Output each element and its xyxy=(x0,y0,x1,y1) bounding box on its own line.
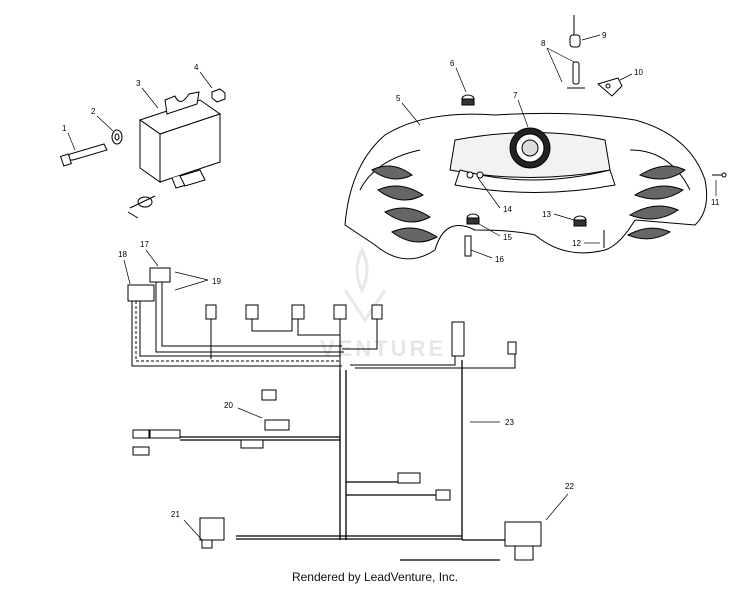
bracket-part-10 xyxy=(596,77,623,97)
callout-3: 3 xyxy=(136,79,141,88)
leader-15 xyxy=(478,223,501,237)
leader-4 xyxy=(199,71,213,89)
callout-20: 20 xyxy=(224,401,233,410)
callout-7: 7 xyxy=(513,91,518,100)
module-box-part-3 xyxy=(138,91,222,189)
grommet-part-13 xyxy=(573,215,587,227)
leader-5 xyxy=(401,102,421,126)
leader-3 xyxy=(141,87,159,109)
leader-10 xyxy=(619,73,633,81)
callout-13: 13 xyxy=(542,210,551,219)
bolt-part-1 xyxy=(60,143,108,167)
callout-8: 8 xyxy=(541,39,546,48)
leader-1 xyxy=(67,132,76,151)
leader-9 xyxy=(581,34,601,41)
callout-16: 16 xyxy=(495,255,504,264)
leader-20 xyxy=(237,407,263,419)
right-vents xyxy=(626,165,686,240)
bulb-part-9 xyxy=(569,15,581,48)
leader-19b xyxy=(174,279,209,291)
nut-part-4 xyxy=(211,88,226,103)
callout-19: 19 xyxy=(212,277,221,286)
pin-part-16 xyxy=(464,235,472,257)
callout-4: 4 xyxy=(194,63,199,72)
leader-16 xyxy=(470,249,493,259)
callout-18: 18 xyxy=(118,250,127,259)
harness-connectors-lower xyxy=(132,389,542,561)
leader-13 xyxy=(553,213,575,221)
leader-8a xyxy=(546,47,563,83)
harness-main-trunk xyxy=(180,360,507,561)
screw-part-11 xyxy=(712,172,727,178)
left-vents xyxy=(371,165,438,243)
callout-labels: 1 2 3 4 5 6 7 8 9 10 11 12 13 14 15 16 1… xyxy=(62,31,720,519)
leader-21 xyxy=(183,519,203,541)
switch-part-14 xyxy=(466,171,484,179)
callout-15: 15 xyxy=(503,233,512,242)
callout-6: 6 xyxy=(450,59,455,68)
watermark-logo xyxy=(343,246,387,323)
watermark-text: VENTURE xyxy=(320,336,447,361)
callout-22: 22 xyxy=(565,482,574,491)
callout-17: 17 xyxy=(140,240,149,249)
leader-17 xyxy=(145,249,159,267)
leader-7 xyxy=(517,99,529,128)
callout-2: 2 xyxy=(91,107,96,116)
footer-credit: Rendered by LeadVenture, Inc. xyxy=(291,570,459,584)
callout-21: 21 xyxy=(171,510,180,519)
leader-19a xyxy=(174,271,209,281)
callout-11: 11 xyxy=(711,198,720,207)
ring-terminal xyxy=(127,195,156,219)
grommet-part-15 xyxy=(466,213,480,225)
leader-8b xyxy=(546,47,575,63)
leader-14 xyxy=(477,177,501,209)
grommet-part-6 xyxy=(461,94,475,106)
callout-23: 23 xyxy=(505,418,514,427)
leader-22 xyxy=(545,493,569,521)
callout-1: 1 xyxy=(62,124,67,133)
bulb-part-8 xyxy=(567,61,585,89)
dash-pod-part-5 xyxy=(344,112,708,260)
horn-part-7 xyxy=(509,127,551,169)
leader-18 xyxy=(123,259,131,285)
leader-2 xyxy=(96,115,114,132)
leader-6 xyxy=(455,67,467,93)
callout-5: 5 xyxy=(396,94,401,103)
washer-part-2 xyxy=(111,129,123,145)
callout-14: 14 xyxy=(503,205,512,214)
callout-9: 9 xyxy=(602,31,607,40)
callout-12: 12 xyxy=(572,239,581,248)
harness-upper xyxy=(127,267,517,375)
callout-10: 10 xyxy=(634,68,643,77)
